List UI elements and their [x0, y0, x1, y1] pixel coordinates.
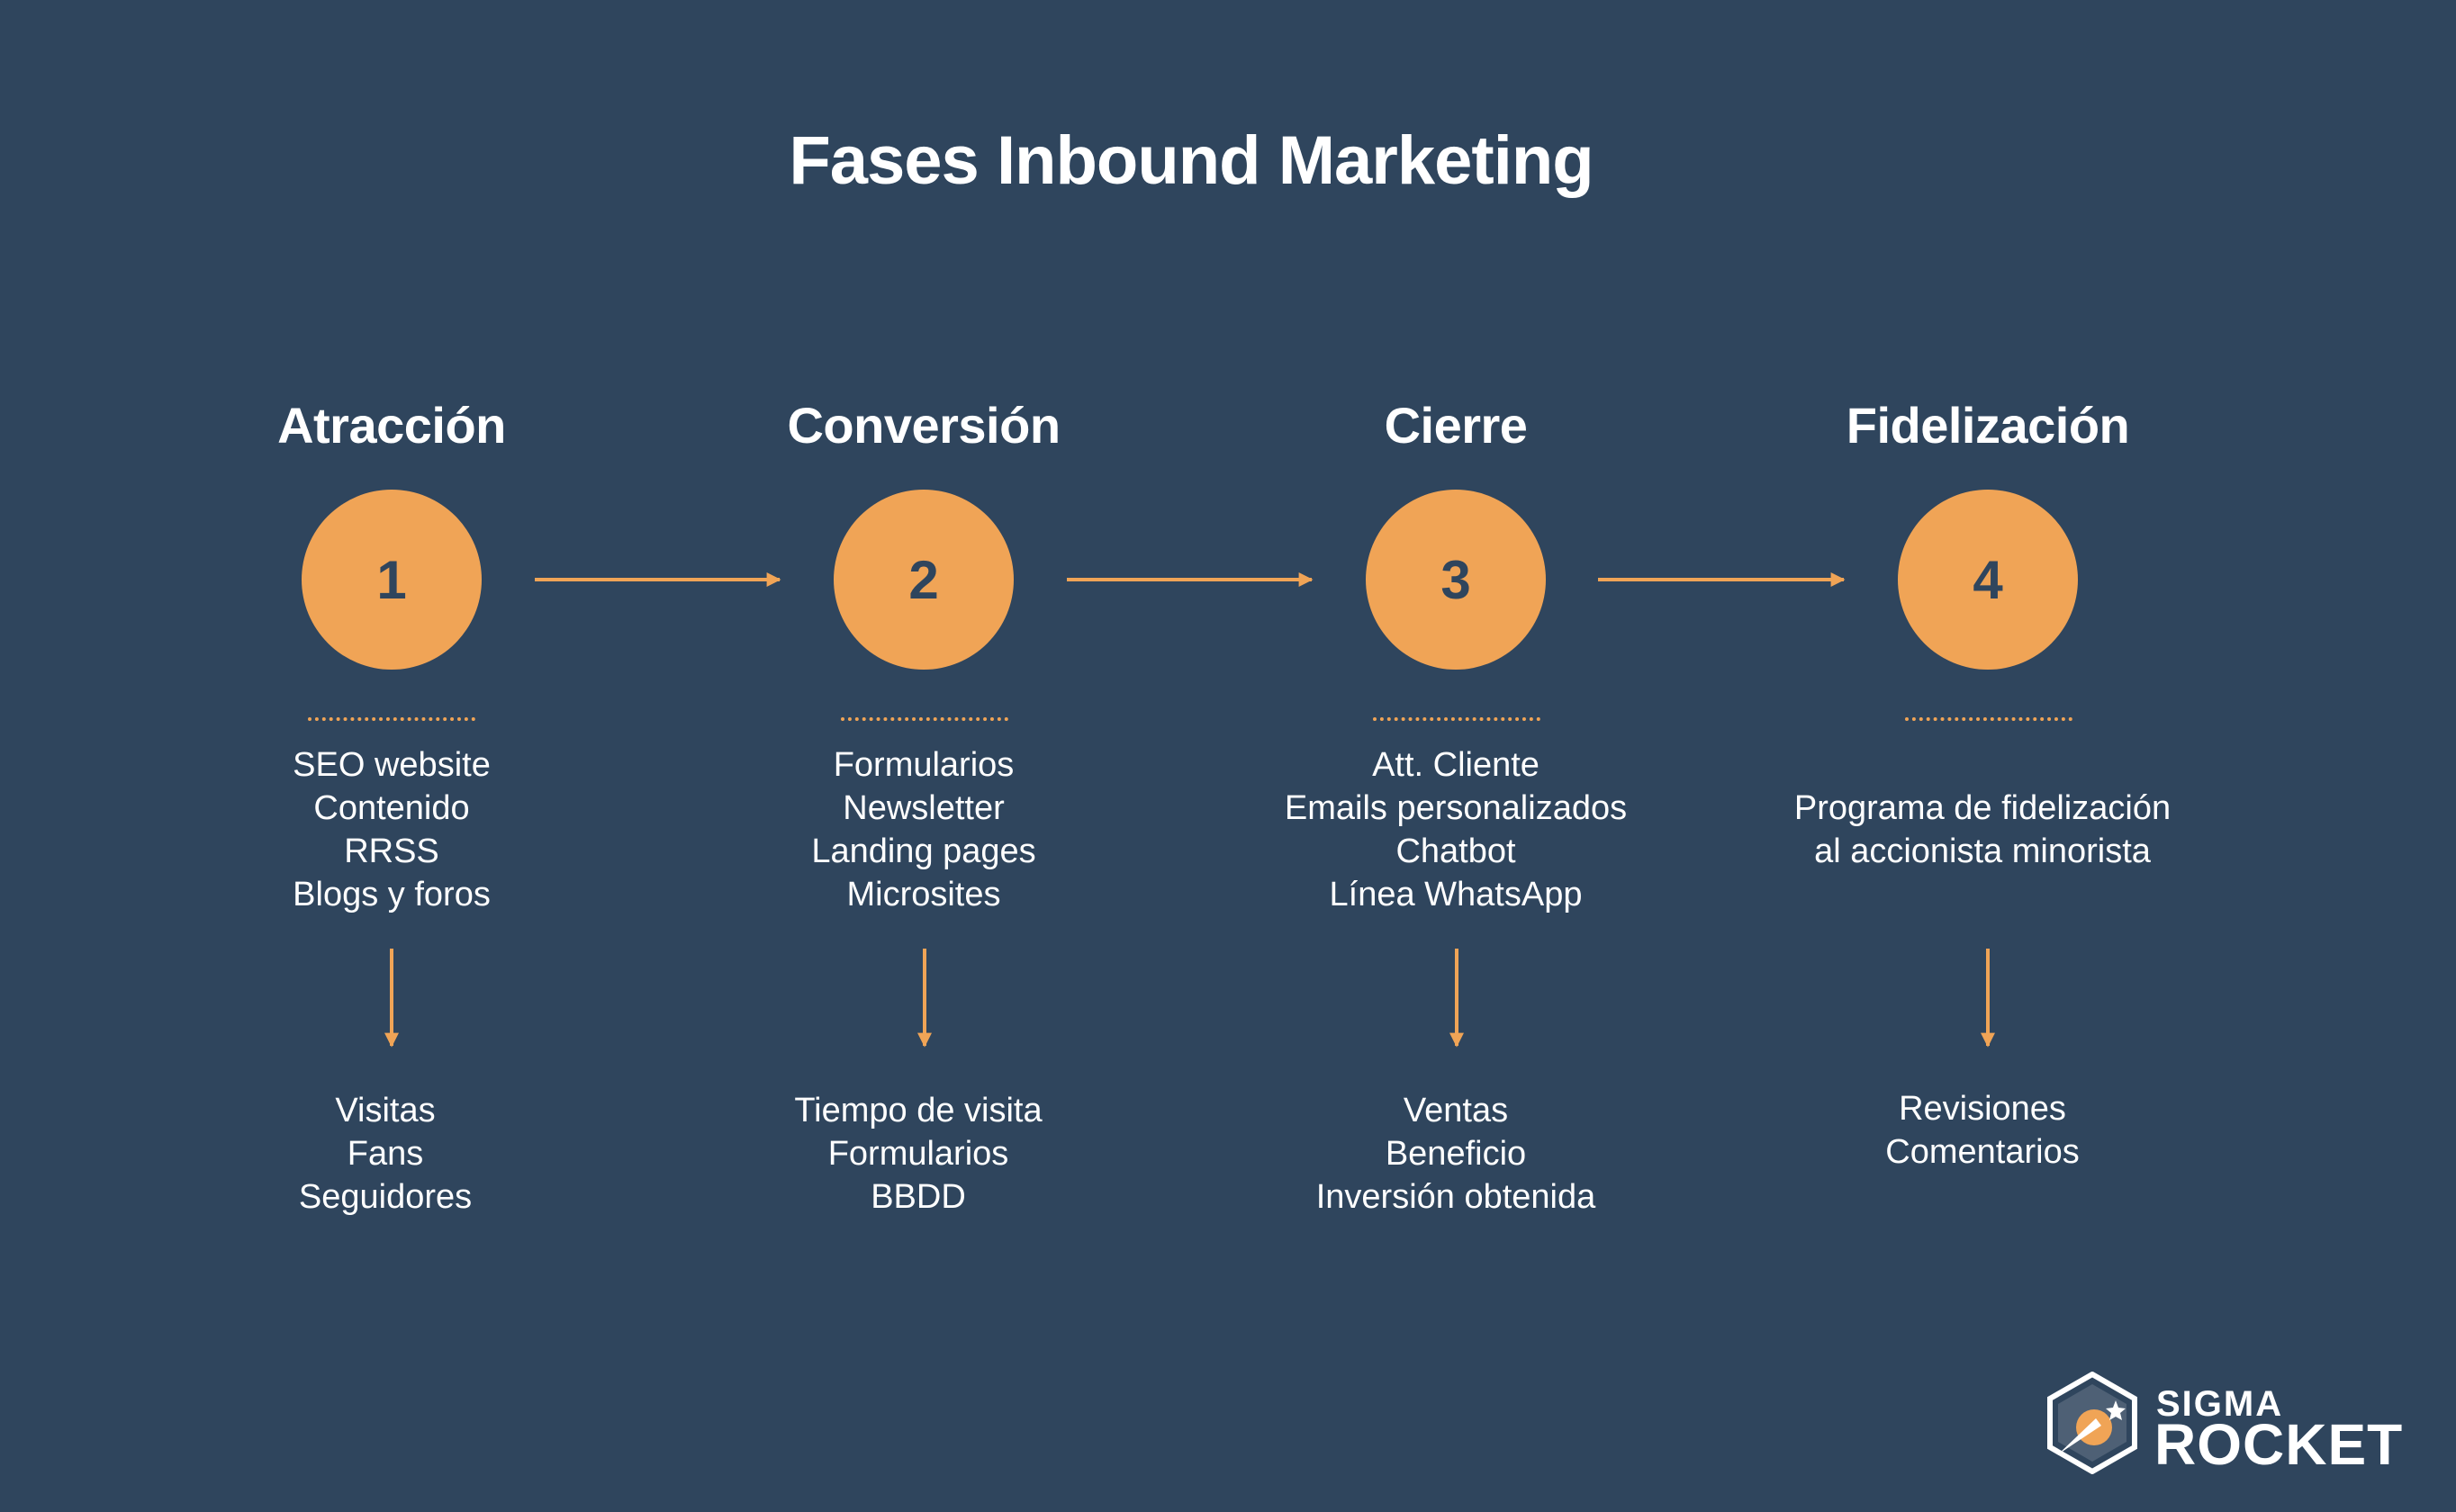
- phase-3-circle: 3: [1366, 490, 1546, 670]
- phase-1-metric: Seguidores: [298, 1178, 473, 1216]
- phase-4-metric: Comentarios: [1885, 1133, 2080, 1171]
- phase-1-channel: Contenido: [313, 789, 470, 827]
- phase-1-circle: 1: [302, 490, 482, 670]
- phase-2-metric: Tiempo de visita: [794, 1092, 1043, 1130]
- phase-3-channel: Chatbot: [1395, 832, 1516, 870]
- phase-3-channel: Emails personalizados: [1284, 789, 1628, 827]
- phase-3-metric: Inversión obtenida: [1315, 1178, 1596, 1216]
- phase-4-metrics: Revisiones Comentarios: [1712, 1087, 2253, 1174]
- phase-3-dotted-divider: [1373, 717, 1540, 721]
- logo-text-rocket: ROCKET: [2154, 1412, 2404, 1477]
- phase-4-metric: Revisiones: [1899, 1090, 2066, 1128]
- phase-2-metrics: Tiempo de visita Formularios BBDD: [648, 1089, 1188, 1219]
- phase-1-metrics: Visitas Fans Seguidores: [115, 1089, 655, 1219]
- phase-2-dotted-divider: [841, 717, 1008, 721]
- phase-2-channel: Formularios: [833, 746, 1015, 784]
- phase-3-channel: Att. Cliente: [1372, 746, 1540, 784]
- phase-1-dotted-divider: [308, 717, 475, 721]
- phase-1-number: 1: [376, 549, 407, 610]
- phase-1-channel: Blogs y foros: [293, 876, 491, 914]
- phase-2-circle: 2: [834, 490, 1014, 670]
- phase-1-metric: Visitas: [335, 1092, 436, 1130]
- phase-3-metric: Beneficio: [1385, 1135, 1527, 1173]
- phase-4-channel: Programa de fidelización: [1793, 789, 2172, 827]
- phase-4-dotted-divider: [1905, 717, 2072, 721]
- phase-3-title: Cierre: [1384, 397, 1528, 454]
- phase-2-number: 2: [908, 549, 939, 610]
- phase-1-channel: RRSS: [344, 832, 439, 870]
- phase-4-channels: Programa de fidelización al accionista m…: [1712, 787, 2253, 873]
- phase-3-metrics: Ventas Beneficio Inversión obtenida: [1186, 1089, 1726, 1219]
- phase-2-channels: Formularios Newsletter Landing pages Mic…: [654, 743, 1194, 916]
- diagram-title: Fases Inbound Marketing: [789, 122, 1594, 199]
- phase-4-title: Fidelización: [1846, 397, 2130, 454]
- phase-2-channel: Newsletter: [843, 789, 1005, 827]
- phase-3-number: 3: [1440, 549, 1471, 610]
- logo-text-sigma: SIGMA: [2156, 1384, 2284, 1424]
- phase-4-circle: 4: [1898, 490, 2078, 670]
- phase-3-channel: Línea WhatsApp: [1329, 876, 1583, 914]
- phase-4-number: 4: [1973, 549, 2003, 610]
- sigma-rocket-logo-icon: [2047, 1372, 2137, 1474]
- phase-2-metric: Formularios: [827, 1135, 1009, 1173]
- phase-2-channel: Microsites: [846, 876, 1001, 914]
- phase-1-channels: SEO website Contenido RRSS Blogs y foros: [122, 743, 662, 916]
- phase-3-channels: Att. Cliente Emails personalizados Chatb…: [1186, 743, 1726, 916]
- phase-2-title: Conversión: [787, 397, 1061, 454]
- phase-3-metric: Ventas: [1403, 1092, 1509, 1130]
- phase-1-title: Atracción: [277, 397, 506, 454]
- phase-2-metric: BBDD: [871, 1178, 966, 1216]
- phase-1-metric: Fans: [347, 1135, 424, 1173]
- phase-4-channel: al accionista minorista: [1814, 832, 2151, 870]
- phase-1-channel: SEO website: [293, 746, 491, 784]
- phase-2-channel: Landing pages: [811, 832, 1036, 870]
